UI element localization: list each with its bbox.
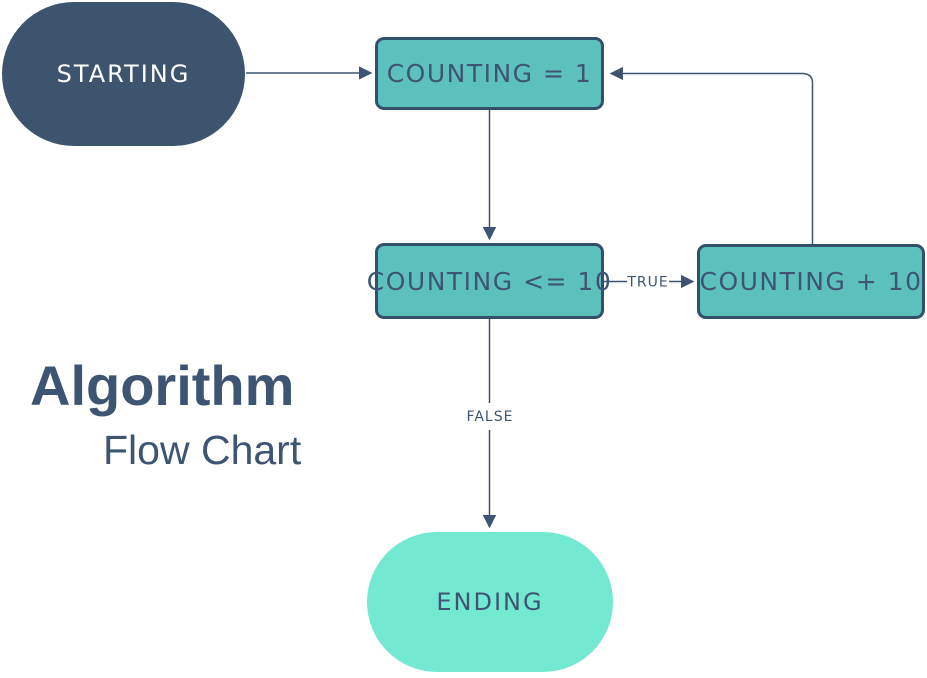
- node-ending: ENDING: [367, 532, 613, 672]
- diagram-title-heading: Algorithm: [30, 354, 295, 417]
- node-counting-equals-1-label: COUNTING = 1: [386, 59, 593, 88]
- node-starting: STARTING: [2, 2, 245, 146]
- node-ending-label: ENDING: [436, 588, 544, 616]
- node-counting-plus-10-label: COUNTING + 10: [699, 267, 923, 296]
- edge-increment-loop-to-init: [609, 66, 814, 244]
- diagram-title-subheading: Flow Chart: [103, 427, 302, 473]
- node-counting-lte-10: COUNTING <= 10: [367, 243, 611, 319]
- edge-label-false: FALSE: [467, 409, 514, 425]
- node-starting-label: STARTING: [56, 60, 191, 88]
- edge-label-true: TRUE: [626, 275, 668, 291]
- node-counting-lte-10-label: COUNTING <= 10: [366, 266, 613, 296]
- node-counting-equals-1: COUNTING = 1: [375, 37, 604, 110]
- node-counting-plus-10: COUNTING + 10: [697, 244, 925, 319]
